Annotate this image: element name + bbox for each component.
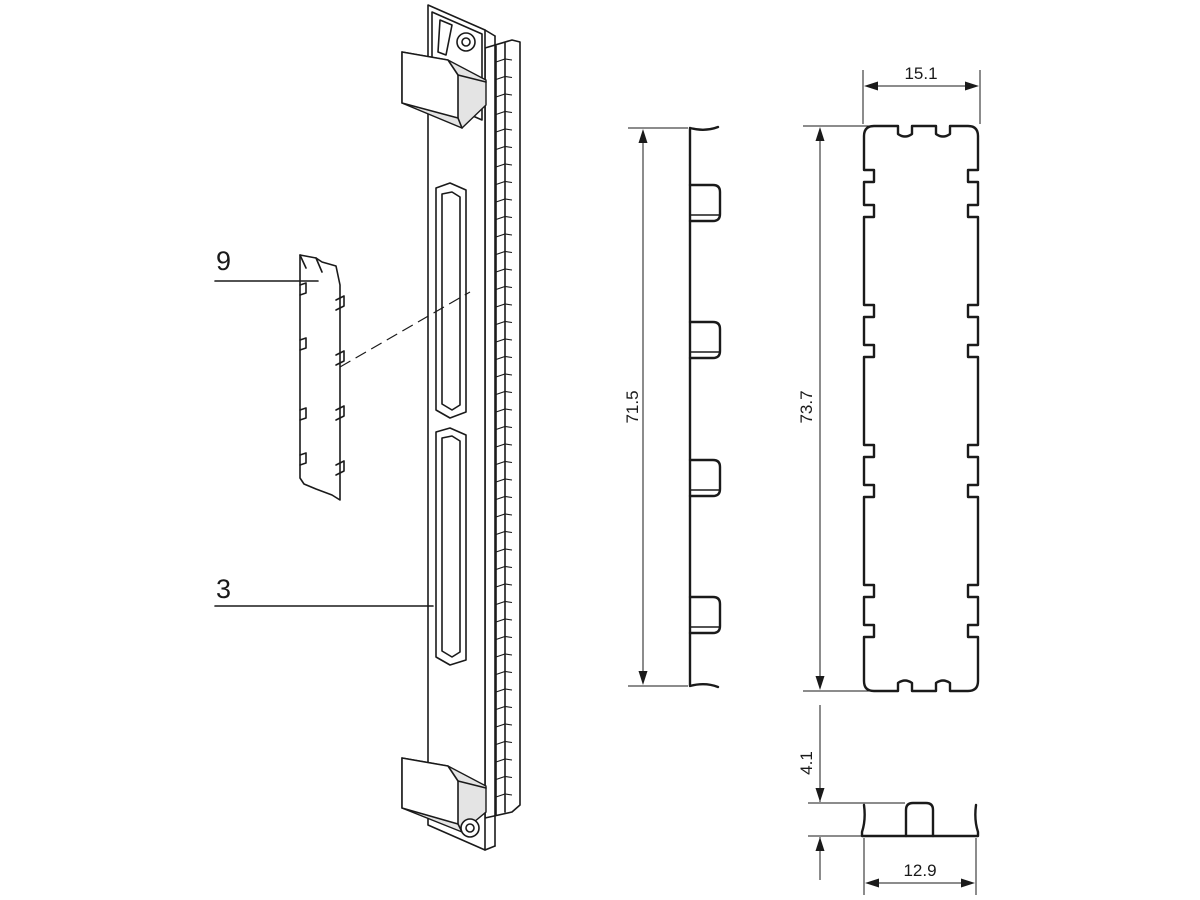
rail-rib xyxy=(495,285,513,291)
top-screw-icon xyxy=(456,32,476,52)
rail-rib xyxy=(495,583,513,588)
callout-3-label: 3 xyxy=(216,574,231,604)
callout-3: 3 xyxy=(214,574,434,607)
rail-rib xyxy=(495,58,513,63)
rail-rib xyxy=(495,373,513,378)
dim-71-5-label: 71.5 xyxy=(623,390,642,423)
rail-rib xyxy=(495,233,513,238)
rail-rib xyxy=(495,758,513,763)
rail-rib xyxy=(495,565,513,571)
rail-rib xyxy=(495,320,513,326)
strip-tab xyxy=(335,405,345,421)
rail-rib xyxy=(495,478,513,483)
strip-tab xyxy=(335,350,345,366)
rail-rib xyxy=(495,390,513,396)
bottom-screw-icon xyxy=(460,818,480,838)
rail-rib xyxy=(495,303,513,308)
rail-rib xyxy=(495,145,513,151)
rail-rib xyxy=(495,495,513,501)
side-pin xyxy=(688,183,722,223)
strip-tab xyxy=(299,407,307,421)
rail-rib xyxy=(495,793,513,798)
rail-rib xyxy=(495,110,513,116)
side-view-plate xyxy=(688,125,720,689)
strip-tab xyxy=(299,452,307,466)
dim-73-7-label: 73.7 xyxy=(797,390,816,423)
panel-face xyxy=(427,4,486,851)
top-latch-slot xyxy=(437,19,453,56)
rail-rib xyxy=(495,635,513,641)
label-strip xyxy=(299,254,341,501)
rail-rib xyxy=(495,268,513,273)
strip-tab xyxy=(299,337,307,351)
side-pin xyxy=(688,458,722,498)
rail-rib xyxy=(495,513,513,518)
rail-rib xyxy=(495,670,513,676)
front-panel-isometric xyxy=(401,4,521,851)
rail-ribs xyxy=(495,58,513,798)
panel-side-rail xyxy=(484,39,521,819)
side-pin xyxy=(688,595,722,635)
rail-rib xyxy=(495,180,513,186)
side-pin xyxy=(688,320,722,360)
dimension-73-7: 73.7 xyxy=(797,125,878,692)
callout-9: 9 xyxy=(214,246,319,282)
dim-4-1-label: 4.1 xyxy=(797,751,816,775)
label-strip-isometric xyxy=(299,254,471,501)
strip-tabs xyxy=(299,282,345,476)
strip-tab xyxy=(335,295,345,311)
strip-tab xyxy=(299,282,307,296)
front-view-outline xyxy=(862,124,980,693)
dimension-12-9: 12.9 xyxy=(863,838,977,895)
rail-rib xyxy=(495,548,513,553)
rail-rib xyxy=(495,618,513,623)
rail-rib xyxy=(495,163,513,168)
rail-rib xyxy=(495,443,513,448)
panel-upper-slot xyxy=(435,182,467,419)
side-view: 71.5 xyxy=(623,125,722,689)
top-view: 4.1 12.9 xyxy=(797,705,980,895)
rail-rib xyxy=(495,198,513,203)
rail-rib xyxy=(495,740,513,746)
strip-tab xyxy=(335,460,345,476)
front-view: 73.7 15.1 xyxy=(797,64,981,693)
dimension-15-1: 15.1 xyxy=(862,64,981,124)
rail-rib xyxy=(495,338,513,343)
rail-rib xyxy=(495,688,513,693)
rail-rib xyxy=(495,128,513,133)
side-view-pins xyxy=(688,183,722,635)
dimension-4-1: 4.1 xyxy=(797,705,905,880)
rail-rib xyxy=(495,215,513,221)
rail-rib xyxy=(495,653,513,658)
rail-rib xyxy=(495,705,513,711)
rail-rib xyxy=(495,723,513,728)
rail-rib xyxy=(495,530,513,536)
rail-rib xyxy=(495,425,513,431)
rail-rib xyxy=(495,93,513,98)
rail-rib xyxy=(495,600,513,606)
rail-rib xyxy=(495,250,513,256)
rail-rib xyxy=(495,460,513,466)
rail-rib xyxy=(495,75,513,81)
dim-15-1-label: 15.1 xyxy=(904,64,937,83)
rail-rib xyxy=(495,355,513,361)
rail-rib xyxy=(495,408,513,413)
dimension-71-5: 71.5 xyxy=(623,127,688,687)
assembly-leader-dashed xyxy=(339,291,471,368)
panel-lower-slot xyxy=(435,427,467,666)
callout-9-label: 9 xyxy=(216,246,231,276)
top-view-pin xyxy=(904,801,935,838)
dim-12-9-label: 12.9 xyxy=(903,861,936,880)
top-view-plate xyxy=(860,803,980,838)
rail-rib xyxy=(495,775,513,781)
